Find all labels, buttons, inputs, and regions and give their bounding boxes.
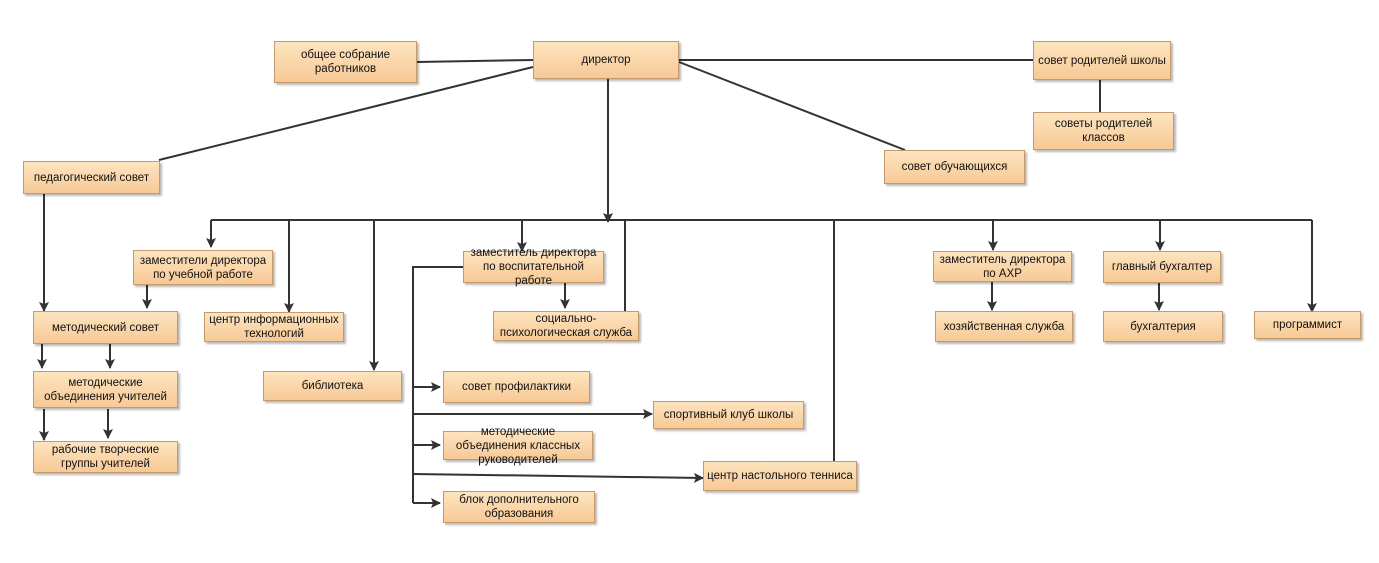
deputy-ahr-box: заместитель директора по АХР xyxy=(933,251,1072,282)
deputy-education-box: заместители директора по учебной работе xyxy=(133,250,273,285)
link-director-pedagogical-council xyxy=(158,66,534,161)
programmer-box: программист xyxy=(1254,311,1361,339)
teacher-method-unions-box: методические объединения учителей xyxy=(33,371,178,408)
it-center-box: центр информационных технологий xyxy=(204,312,344,342)
upbringing-spine xyxy=(412,266,463,503)
library-box: библиотека xyxy=(263,371,402,401)
household-service-box: хозяйственная служба xyxy=(935,311,1073,342)
link-director-students-council xyxy=(678,61,906,151)
chief-accountant-box: главный бухгалтер xyxy=(1103,251,1221,283)
pedagogical-council-box: педагогический совет xyxy=(23,161,160,194)
parents-council-box: совет родителей школы xyxy=(1033,41,1171,80)
sports-club-box: спортивный клуб школы xyxy=(653,401,804,429)
class-parents-councils-box: советы родителей классов xyxy=(1033,112,1174,150)
link-spine-table-tennis xyxy=(412,472,704,483)
class-teachers-unions-box: методические объединения классных руково… xyxy=(443,426,593,466)
additional-education-box: блок дополнительного образования xyxy=(443,491,595,523)
accounting-box: бухгалтерия xyxy=(1103,311,1223,342)
social-psych-service-box: социально-психологическая служба xyxy=(493,311,639,341)
table-tennis-center-box: центр настольного тенниса xyxy=(703,461,857,491)
students-council-box: совет обучающихся xyxy=(884,150,1025,184)
creative-groups-box: рабочие творческие группы учителей xyxy=(33,441,178,473)
general-meeting-box: общее собрание работников xyxy=(274,41,417,83)
director-box: директор xyxy=(533,41,679,79)
link-director-general-meeting xyxy=(416,59,534,63)
deputy-upbringing-box: заместитель директора по воспитательной … xyxy=(463,247,604,287)
methodical-council-box: методический совет xyxy=(33,311,178,344)
prevention-council-box: совет профилактики xyxy=(443,371,590,403)
